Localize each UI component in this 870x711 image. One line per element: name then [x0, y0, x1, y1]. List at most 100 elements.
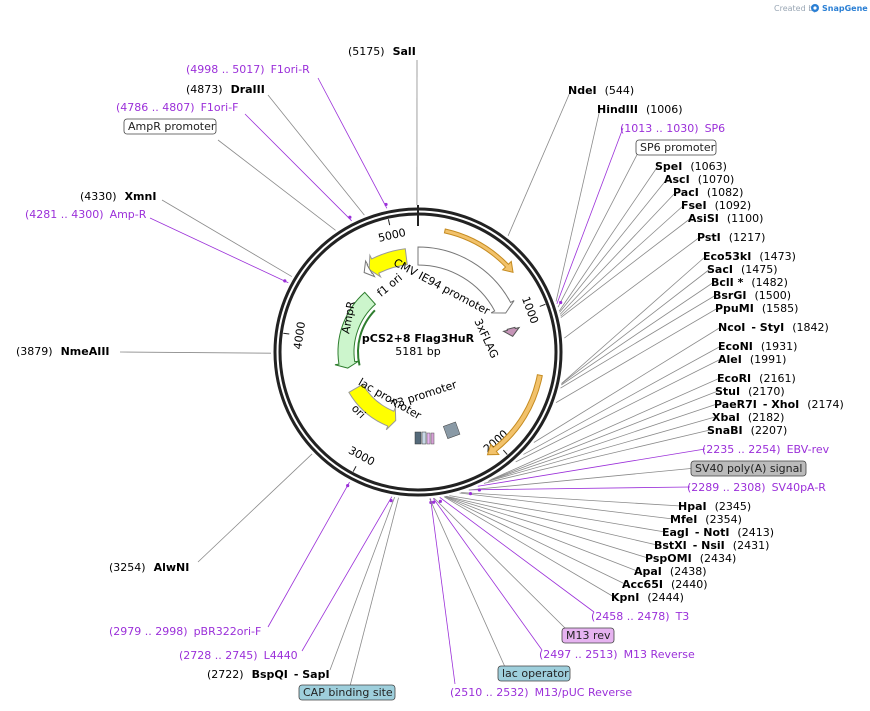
label-name: EcoNI: [718, 340, 753, 353]
primer-site-marker: [559, 300, 563, 305]
label-m13puc-rev: (2510 .. 2532)M13/pUC Reverse: [450, 686, 632, 699]
label-name: FseI: [681, 199, 707, 212]
primer-site-marker: [346, 484, 350, 488]
label-text: (2458 .. 2478)T3: [591, 610, 689, 623]
label-name: BclI *: [711, 276, 744, 289]
primer-site-marker: [432, 500, 436, 504]
label-text: EcoRI(2161): [717, 372, 796, 385]
connector-paer7i: [489, 403, 718, 482]
label-paci: PacI(1082): [673, 186, 743, 199]
label-text: Eco53kI(1473): [703, 250, 796, 263]
feature-label-3xflag: 3xFLAG: [471, 317, 501, 361]
brand-product: SnapGene: [822, 4, 868, 13]
label-pos: (4281 .. 4300): [25, 208, 104, 221]
label-text: PpuMI(1585): [715, 302, 798, 315]
label-text: SV40 poly(A) signal: [695, 462, 802, 475]
ampr-strand-line: [357, 309, 376, 366]
label-name: F1ori-F: [201, 101, 239, 114]
connector-sp6-promoter: [557, 146, 642, 308]
label-box: [561, 627, 615, 644]
label-pos: (2458 .. 2478): [591, 610, 670, 623]
label-text: AscI(1070): [664, 173, 734, 186]
label-pos: (2722): [207, 668, 244, 681]
connector-f1ori-r: [317, 77, 388, 209]
label-pos: (1482): [751, 276, 788, 289]
label-kpni: KpnI(2444): [611, 591, 684, 604]
label-text: Acc65I(2440): [622, 578, 708, 591]
label-f1ori-f: (4786 .. 4807)F1ori-F: [116, 101, 239, 114]
label-pos: (2979 .. 2998): [109, 625, 188, 638]
connector-saci: [561, 268, 711, 385]
connector-t3: [439, 497, 595, 613]
label-text: (5175)SalI: [348, 45, 416, 58]
label-pos: (1217): [729, 231, 766, 244]
label-m13-reverse: (2497 .. 2513)M13 Reverse: [539, 648, 695, 661]
label-pos: (2354): [705, 513, 742, 526]
connector-ndei: [507, 89, 572, 237]
connector-sv40pa-r: [469, 486, 691, 491]
3xflag-feature: [502, 326, 521, 337]
label-asci: AscI(1070): [664, 173, 734, 186]
label-text: HindIII(1006): [597, 103, 683, 116]
connector-lac-operator: [429, 498, 506, 668]
label-name: M13 Reverse: [624, 648, 695, 661]
label-ndei: NdeI(544): [568, 84, 634, 97]
connector-paci: [559, 191, 677, 315]
label-text: (1013 .. 1030)SP6: [620, 122, 725, 135]
label-name: ApaI: [634, 565, 662, 578]
tick-label: 5000: [377, 226, 407, 245]
label-text: (2728 .. 2745)L4440: [179, 649, 298, 662]
connector-pspomi: [445, 495, 649, 559]
label-bspqi: (2722) BspQI - SapI: [207, 668, 330, 681]
label-drai: (4873)DraIII: [186, 83, 265, 96]
label-name: BspQI: [252, 668, 288, 681]
label-pos: (2170): [748, 385, 785, 398]
label-m13-rev: M13 rev: [561, 627, 615, 644]
connector-drai: [267, 94, 365, 216]
label-text: (4873)DraIII: [186, 83, 265, 96]
label-pbr322ori-f: (2979 .. 2998)pBR322ori-F: [109, 625, 261, 638]
label-f1ori-r: (4998 .. 5017)F1ori-R: [186, 63, 310, 76]
connector-f1ori-f: [244, 113, 352, 222]
connector-alei: [515, 358, 722, 463]
label-name: NdeI: [568, 84, 597, 97]
connector-ecori: [490, 377, 721, 480]
label-pos: (2434): [700, 552, 737, 565]
label-text: (2497 .. 2513)M13 Reverse: [539, 648, 695, 661]
label-pos: (1092): [715, 199, 752, 212]
label-text: ApaI(2438): [634, 565, 706, 578]
label-connector-lines: [119, 59, 722, 687]
feature-label-t3-promoter: T3 promoter: [388, 378, 458, 412]
label-name: PaeR7I: [714, 398, 757, 411]
connector-ampr-promoter: [217, 139, 336, 231]
label-pos: (3879): [16, 345, 53, 358]
label-pos: (1006): [646, 103, 683, 116]
label-name: HpaI: [678, 500, 707, 513]
connector-bstxi: [446, 495, 658, 546]
f1-ori-small-feature: [363, 259, 376, 278]
lac-promoter-feature: [414, 431, 422, 445]
connector-bsrgi: [560, 294, 717, 389]
label-pos: (1931): [761, 340, 798, 353]
label-text: FseI (1092): [681, 199, 751, 212]
label-name: EagI: [662, 526, 689, 539]
tick-mark: [283, 332, 290, 335]
label-name: AscI: [664, 173, 690, 186]
sv40-polya-feature: [442, 421, 461, 439]
t3-promoter-feature: [430, 432, 435, 445]
label-xbai: XbaI(2182): [712, 411, 784, 424]
label-name: Amp-R: [110, 208, 147, 221]
label-sali: (5175)SalI: [348, 45, 416, 58]
label-extra: - SapI: [294, 668, 330, 681]
connector-xbai: [487, 416, 716, 482]
connector-stui: [489, 390, 719, 481]
label-ncoi: NcoI- StyI(1842): [718, 321, 829, 334]
label-nmeaiii: (3879)NmeAIII: [16, 345, 110, 358]
label-sp6-promoter: SP6 promoter: [635, 139, 717, 156]
label-pos: (2444): [647, 591, 684, 604]
label-pos: (4873): [186, 83, 223, 96]
feature-label-ampr: AmpR: [339, 300, 358, 335]
connector-sp6: [556, 127, 624, 304]
